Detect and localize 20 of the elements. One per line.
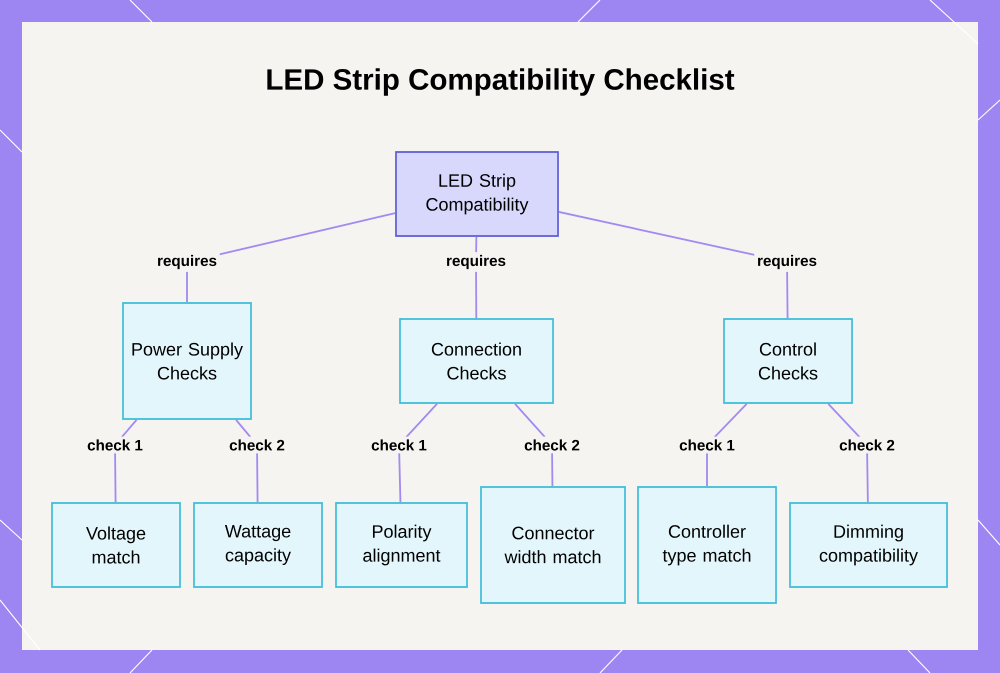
root-box: LED Strip Compatibility [395, 151, 559, 237]
check-box: Control Checks [723, 318, 853, 404]
check-box: Connection Checks [399, 318, 554, 404]
edge-label: check 1 [676, 436, 738, 454]
check-box: Wattage capacity [193, 502, 323, 588]
check-box: Power Supply Checks [122, 302, 252, 420]
edge-label: requires [443, 252, 509, 272]
edge-label: check 1 [368, 436, 430, 454]
edge-label: check 2 [836, 436, 898, 454]
edge-label: check 2 [226, 436, 288, 454]
check-box: Connector width match [480, 486, 626, 604]
check-box: Polarity alignment [335, 502, 468, 588]
title: LED Strip Compatibility Checklist [267, 68, 734, 96]
check-box: Voltage match [51, 502, 181, 588]
check-box: Controller type match [637, 486, 777, 604]
check-box: Dimming compatibility [789, 502, 948, 588]
edge-label: requires [754, 252, 820, 272]
edge-label: requires [154, 252, 220, 272]
edge-label: check 2 [521, 436, 583, 454]
edge-label: check 1 [84, 436, 146, 454]
